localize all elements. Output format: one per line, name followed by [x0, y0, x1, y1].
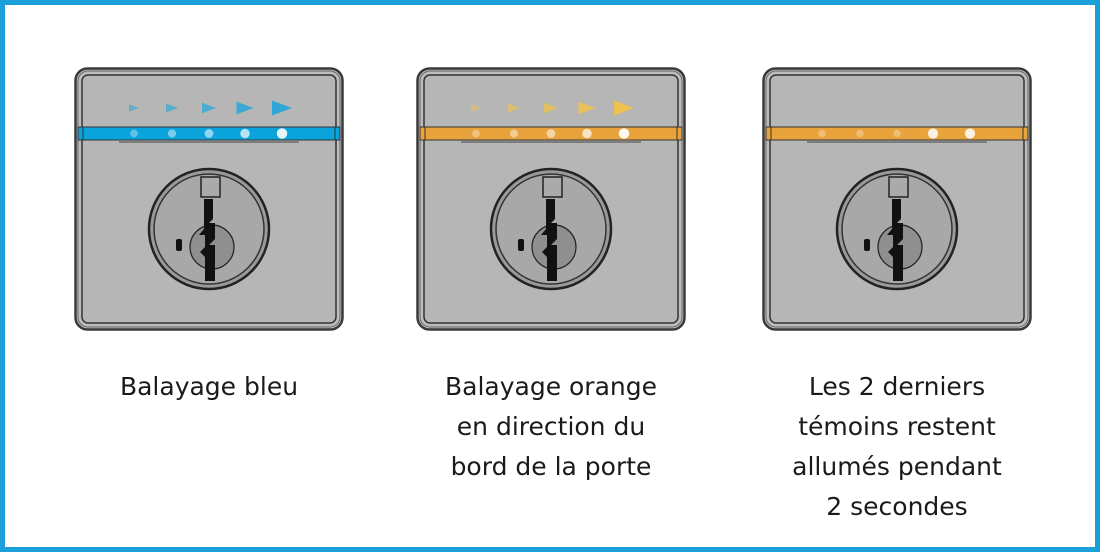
led-indicator — [204, 129, 214, 138]
led-indicator — [130, 129, 138, 138]
lock-device — [762, 67, 1032, 331]
led-indicator — [618, 128, 630, 139]
arrow-icon — [578, 101, 596, 115]
caption-line: Les 2 derniers — [808, 372, 986, 401]
caption-line: témoins restent — [798, 412, 996, 441]
caption: Les 2 derniers témoins restent allumés p… — [747, 367, 1047, 527]
lock-device — [74, 67, 344, 331]
led-indicator — [818, 129, 826, 138]
caption-line: en direction du — [456, 412, 646, 441]
caption: Balayage bleu — [59, 367, 359, 407]
arrow-icon — [236, 101, 254, 115]
arrow-icon — [544, 102, 558, 114]
led-indicator — [856, 129, 864, 138]
arrow-icon — [202, 102, 216, 114]
led-indicator — [964, 128, 976, 139]
panel-orange-sweep: Balayage orange en direction du bord de … — [401, 67, 701, 487]
led-indicator — [509, 129, 519, 138]
caption-line: allumés pendant — [792, 452, 1002, 481]
lock-device — [416, 67, 686, 331]
panel-blue-sweep: Balayage bleu — [59, 67, 359, 407]
led-bar — [765, 126, 1029, 141]
key-cylinder-icon — [835, 167, 959, 291]
arrow-icon — [166, 103, 178, 113]
led-indicator — [927, 128, 939, 139]
arrow-icon — [272, 100, 292, 116]
caption-line: Balayage bleu — [119, 372, 299, 401]
arrow-icon — [508, 103, 520, 113]
arrow-icon — [129, 104, 139, 112]
key-cylinder-icon — [147, 167, 271, 291]
led-indicator — [893, 129, 901, 138]
arrow-icon — [614, 100, 634, 116]
led-indicator — [240, 128, 250, 139]
caption-line: bord de la porte — [450, 452, 652, 481]
led-indicator — [167, 129, 177, 138]
caption: Balayage orange en direction du bord de … — [401, 367, 701, 487]
led-indicator — [472, 129, 480, 138]
panel-last-two-lit: Les 2 derniers témoins restent allumés p… — [747, 67, 1047, 527]
arrow-icon — [471, 104, 481, 112]
caption-line: Balayage orange — [444, 372, 658, 401]
led-indicator — [582, 128, 592, 139]
led-indicator — [276, 128, 288, 139]
caption-line: 2 secondes — [826, 492, 968, 521]
key-cylinder-icon — [489, 167, 613, 291]
led-indicator — [546, 129, 556, 138]
